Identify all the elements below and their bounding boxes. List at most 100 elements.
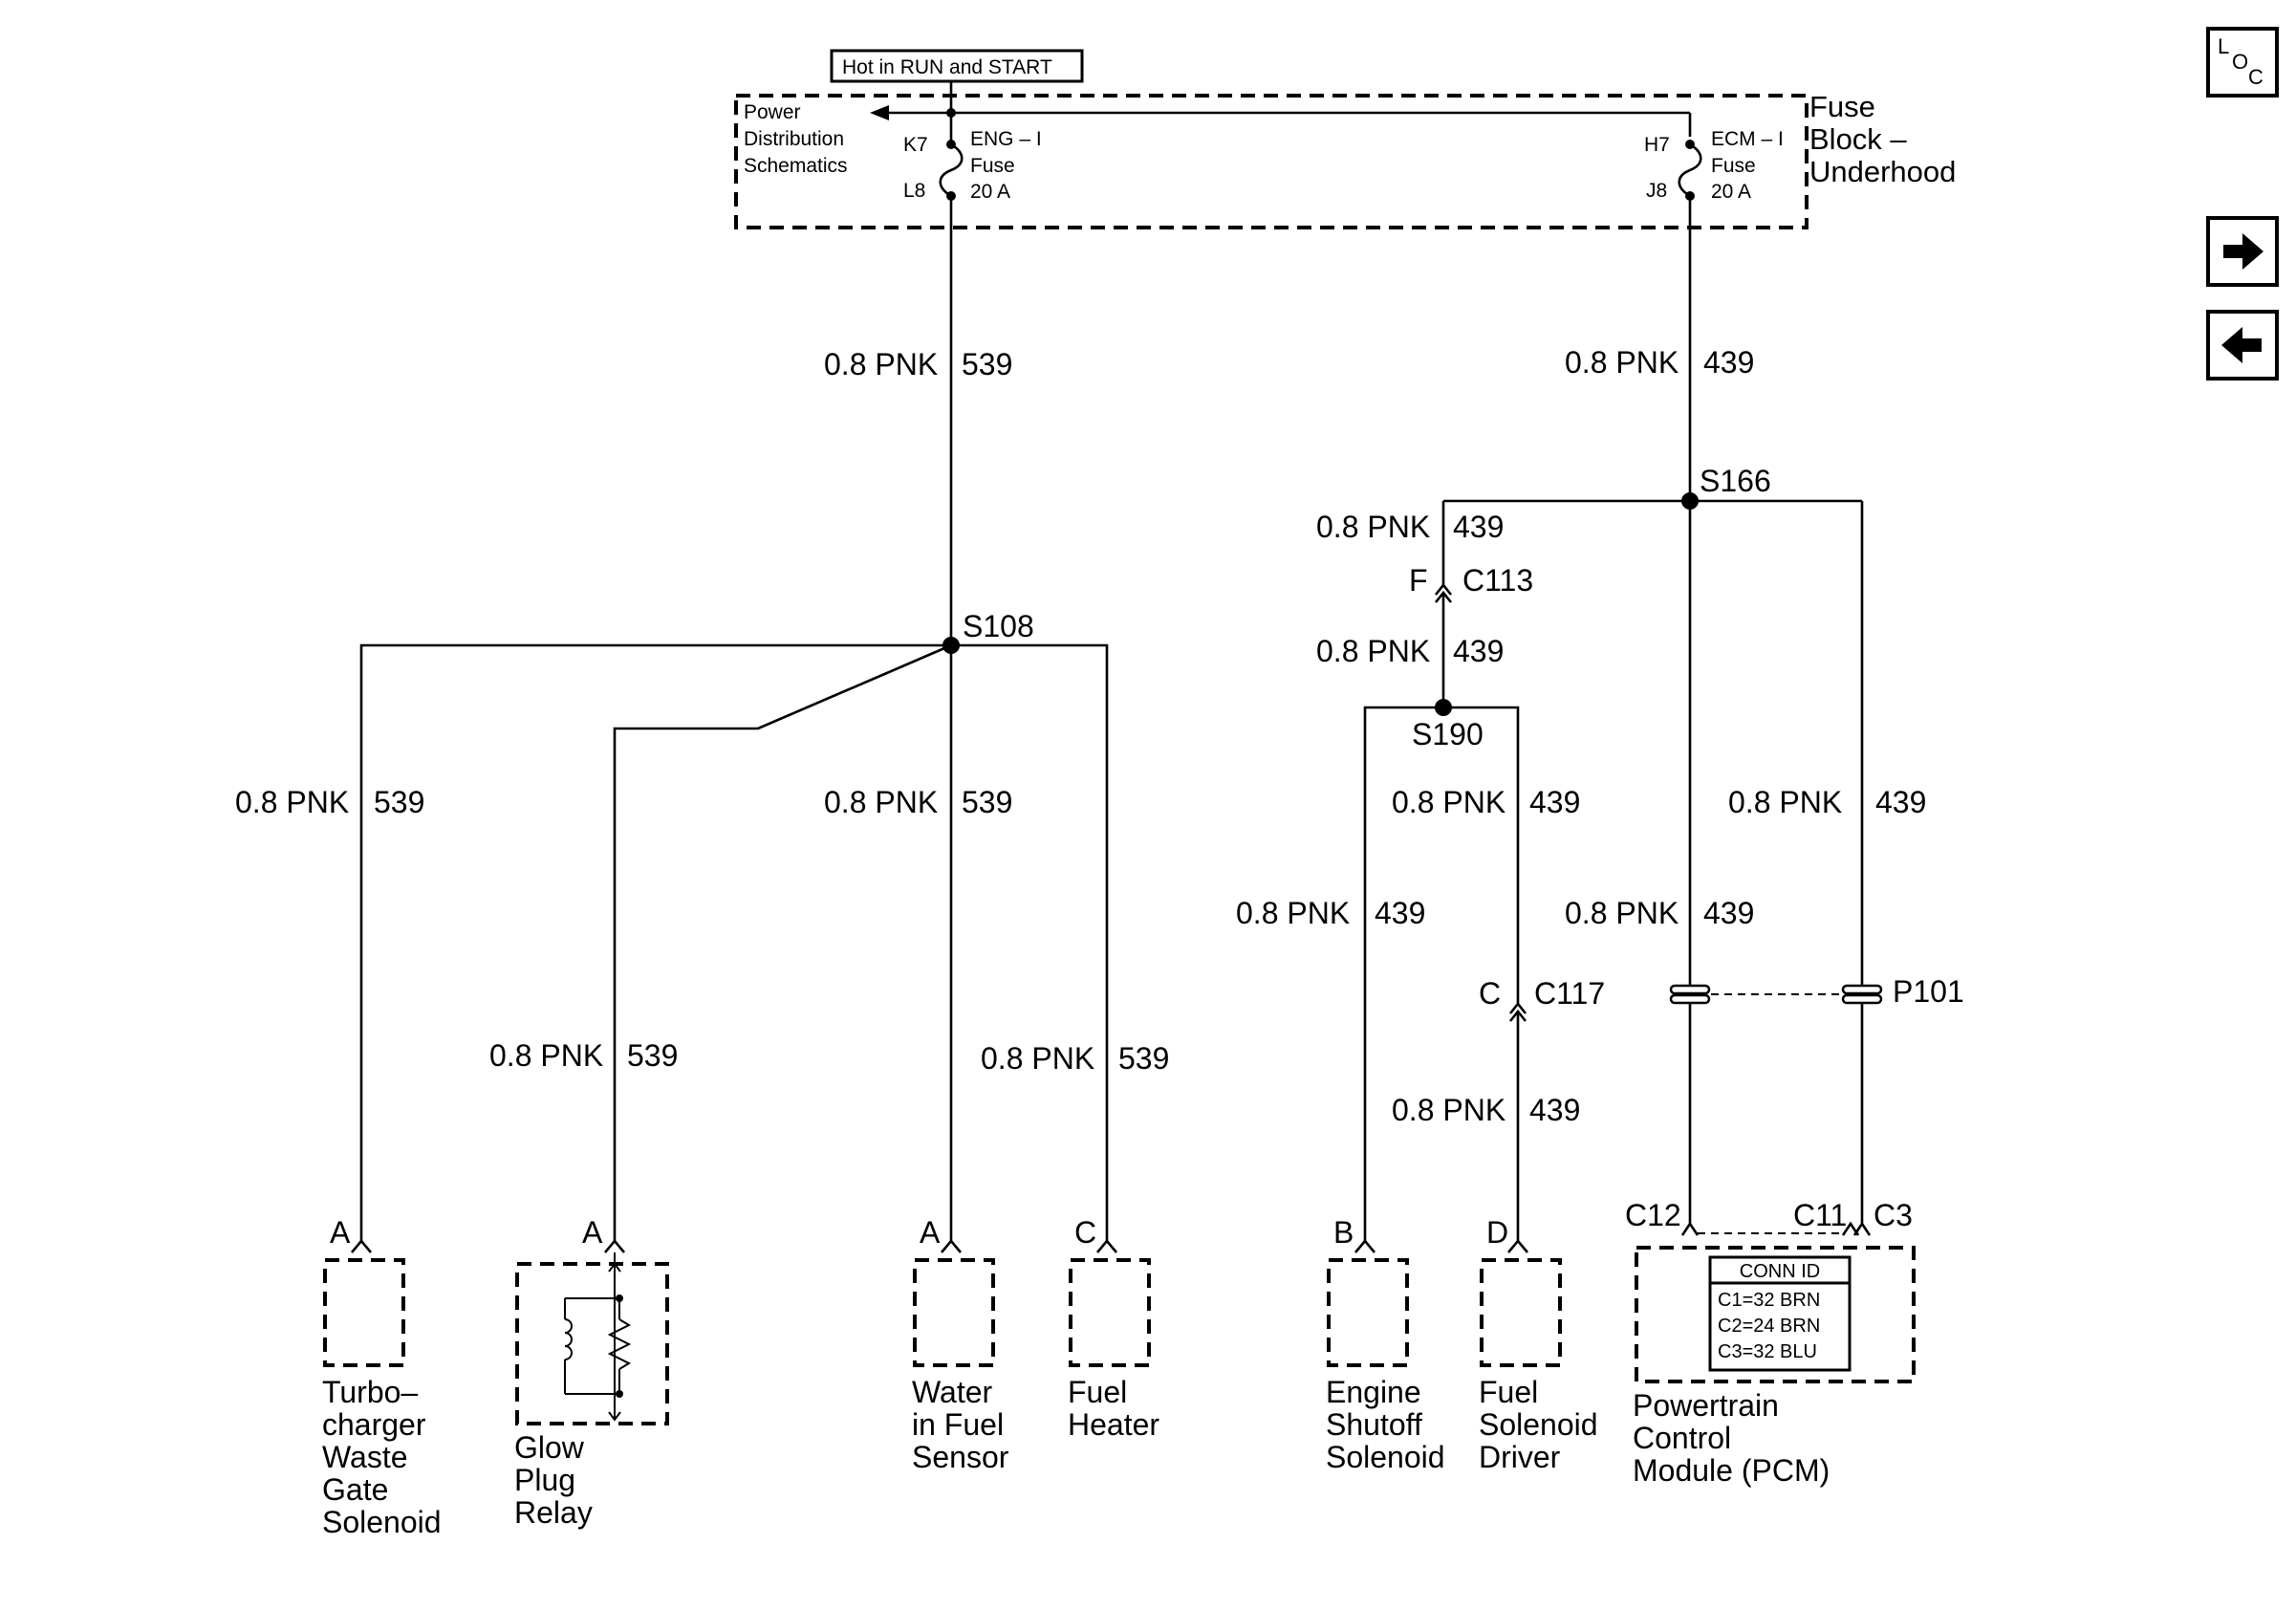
heater-label-1: Fuel xyxy=(1068,1375,1127,1409)
wire-label-size: 0.8 PNK xyxy=(824,785,938,819)
wire-label-circuit: 439 xyxy=(1529,785,1580,819)
loc-letter-l: L xyxy=(2218,34,2229,58)
pin-connector-icon xyxy=(1852,1221,1872,1236)
conn-id-row: C2=24 BRN xyxy=(1718,1316,1820,1337)
connector-chevron-icon xyxy=(1434,582,1453,596)
eng-fuse-type: Fuse xyxy=(970,155,1015,177)
shutoff-label-1: Engine xyxy=(1326,1375,1421,1409)
c113-pin-label: F xyxy=(1409,563,1428,598)
connector-c113: F C113 xyxy=(1409,563,1533,603)
fuse-block: Hot in RUN and START Power Distribution … xyxy=(734,49,1956,229)
pcm: C12 C11 C3 CONN ID C1=32 BRN C2=24 BRN C… xyxy=(1625,1198,1916,1488)
shutoff-label-2: Shutoff xyxy=(1326,1407,1422,1442)
turbo-label-5: Solenoid xyxy=(322,1505,442,1539)
wire-439-shutoff xyxy=(1363,706,1443,1241)
loc-button[interactable]: L O C xyxy=(2206,27,2279,98)
pass-through-icon xyxy=(1669,984,1711,995)
relay-coil-icon xyxy=(564,1252,632,1422)
splice-s166-label: S166 xyxy=(1700,464,1771,498)
glow-label-1: Glow xyxy=(514,1430,585,1465)
pin-connector-icon xyxy=(1507,1238,1528,1253)
ecm-fuse-name: ECM – I xyxy=(1711,128,1784,150)
heater-label-2: Heater xyxy=(1068,1407,1159,1442)
connector-p101: P101 xyxy=(1669,974,1964,1009)
pcm-component-box xyxy=(1635,1246,1916,1383)
wire-label-size: 0.8 PNK xyxy=(1392,785,1505,819)
driver-label-3: Driver xyxy=(1479,1440,1561,1474)
wire-label-circuit: 439 xyxy=(1529,1093,1580,1127)
glow-component-box xyxy=(515,1262,669,1425)
splice-s190-label: S190 xyxy=(1412,717,1484,751)
wire-label-circuit: 539 xyxy=(962,785,1012,819)
heater-pin-label: C xyxy=(1074,1215,1096,1250)
wire-label-size: 0.8 PNK xyxy=(1392,1093,1505,1127)
eng-fuse-rating: 20 A xyxy=(970,181,1010,203)
wire-label-size: 0.8 PNK xyxy=(235,785,349,819)
wire-label-circuit: 439 xyxy=(1375,896,1425,930)
c117-label: C117 xyxy=(1534,976,1605,1011)
wire-label-size: 0.8 PNK xyxy=(489,1038,603,1073)
wire-label-size: 0.8 PNK xyxy=(1728,785,1842,819)
next-button-frame[interactable] xyxy=(2206,216,2279,287)
wire-label-circuit: 539 xyxy=(627,1038,678,1073)
turbo-label-1: Turbo– xyxy=(322,1375,418,1409)
wire-539-glow xyxy=(613,643,952,1241)
shutoff-pin-label: B xyxy=(1333,1215,1354,1250)
fuse-block-title-line3: Underhood xyxy=(1809,155,1956,188)
driver-component-box xyxy=(1480,1258,1562,1367)
turbo-component-box xyxy=(323,1258,405,1367)
ecm-fuse-in-label: H7 xyxy=(1644,134,1670,156)
conn-id-row: C3=32 BLU xyxy=(1718,1341,1817,1362)
pin-connector-icon xyxy=(351,1238,372,1253)
connector-c117: C C117 xyxy=(1479,976,1605,1022)
ecm-fuse: H7 J8 ECM – I Fuse 20 A xyxy=(1644,128,1784,203)
wire-label-size: 0.8 PNK xyxy=(1565,896,1679,930)
fuse-block-outline xyxy=(734,94,1809,229)
wire-label-size: 0.8 PNK xyxy=(1316,510,1430,544)
wire-label-size: 0.8 PNK xyxy=(824,347,938,381)
prev-button-frame[interactable] xyxy=(2206,310,2279,381)
turbo-pin-label: A xyxy=(330,1215,351,1250)
splice-s108-label: S108 xyxy=(963,609,1034,643)
arrow-left-icon xyxy=(2221,327,2262,363)
shutoff-component-box xyxy=(1327,1258,1409,1367)
turbo-label-3: Waste xyxy=(322,1440,408,1474)
pcm-pin-c3: C3 xyxy=(1874,1198,1913,1232)
pass-through-icon xyxy=(1841,984,1883,995)
next-page-button[interactable] xyxy=(2206,216,2279,287)
hot-label-box xyxy=(830,49,1084,83)
fuse-element-icon xyxy=(1678,142,1702,198)
circuit-539: 0.8 PNK 539 S108 0.8 PNK 539 0.8 PNK 539… xyxy=(235,196,1169,1241)
conn-id-title: CONN ID xyxy=(1740,1261,1820,1282)
loc-icon[interactable] xyxy=(2206,27,2279,98)
water-pin-label: A xyxy=(920,1215,941,1250)
c117-pin-label: C xyxy=(1479,976,1501,1011)
prev-page-button[interactable] xyxy=(2206,310,2279,381)
pin-connector-icon xyxy=(1096,1238,1117,1253)
pcm-pin-c11: C11 xyxy=(1793,1198,1847,1232)
wire-label-size: 0.8 PNK xyxy=(1236,896,1350,930)
wire-439-to-c117 xyxy=(1443,706,1520,1004)
pds-line1: Power xyxy=(744,101,801,123)
pass-through-icon xyxy=(1669,993,1711,1005)
conn-id-box xyxy=(1708,1255,1852,1372)
wire-label-circuit: 539 xyxy=(374,785,424,819)
wire-label-circuit: 439 xyxy=(1453,510,1504,544)
driver-pin-label: D xyxy=(1486,1215,1508,1250)
pds-line3: Schematics xyxy=(744,155,848,177)
connector-chevron-icon xyxy=(1508,1001,1527,1014)
water-label-1: Water xyxy=(912,1375,993,1409)
pin-connector-icon xyxy=(941,1238,962,1253)
conn-id-row: C1=32 BRN xyxy=(1718,1290,1820,1311)
pass-through-icon xyxy=(1841,993,1883,1005)
eng-fuse-in-label: K7 xyxy=(903,134,928,156)
circuit-439: 0.8 PNK 439 S166 0.8 PNK 439 F C113 0.8 … xyxy=(1236,196,1964,1241)
pcm-label-1: Powertrain xyxy=(1633,1388,1779,1423)
hot-label: Hot in RUN and START xyxy=(842,56,1052,78)
pds-arrow-icon xyxy=(870,105,889,120)
glow-pin-label: A xyxy=(582,1215,603,1250)
glow-plug-relay: A Glow Plug Relay xyxy=(514,1215,669,1530)
pcm-pin-c12: C12 xyxy=(1625,1198,1681,1232)
loc-letter-o: O xyxy=(2232,50,2248,74)
